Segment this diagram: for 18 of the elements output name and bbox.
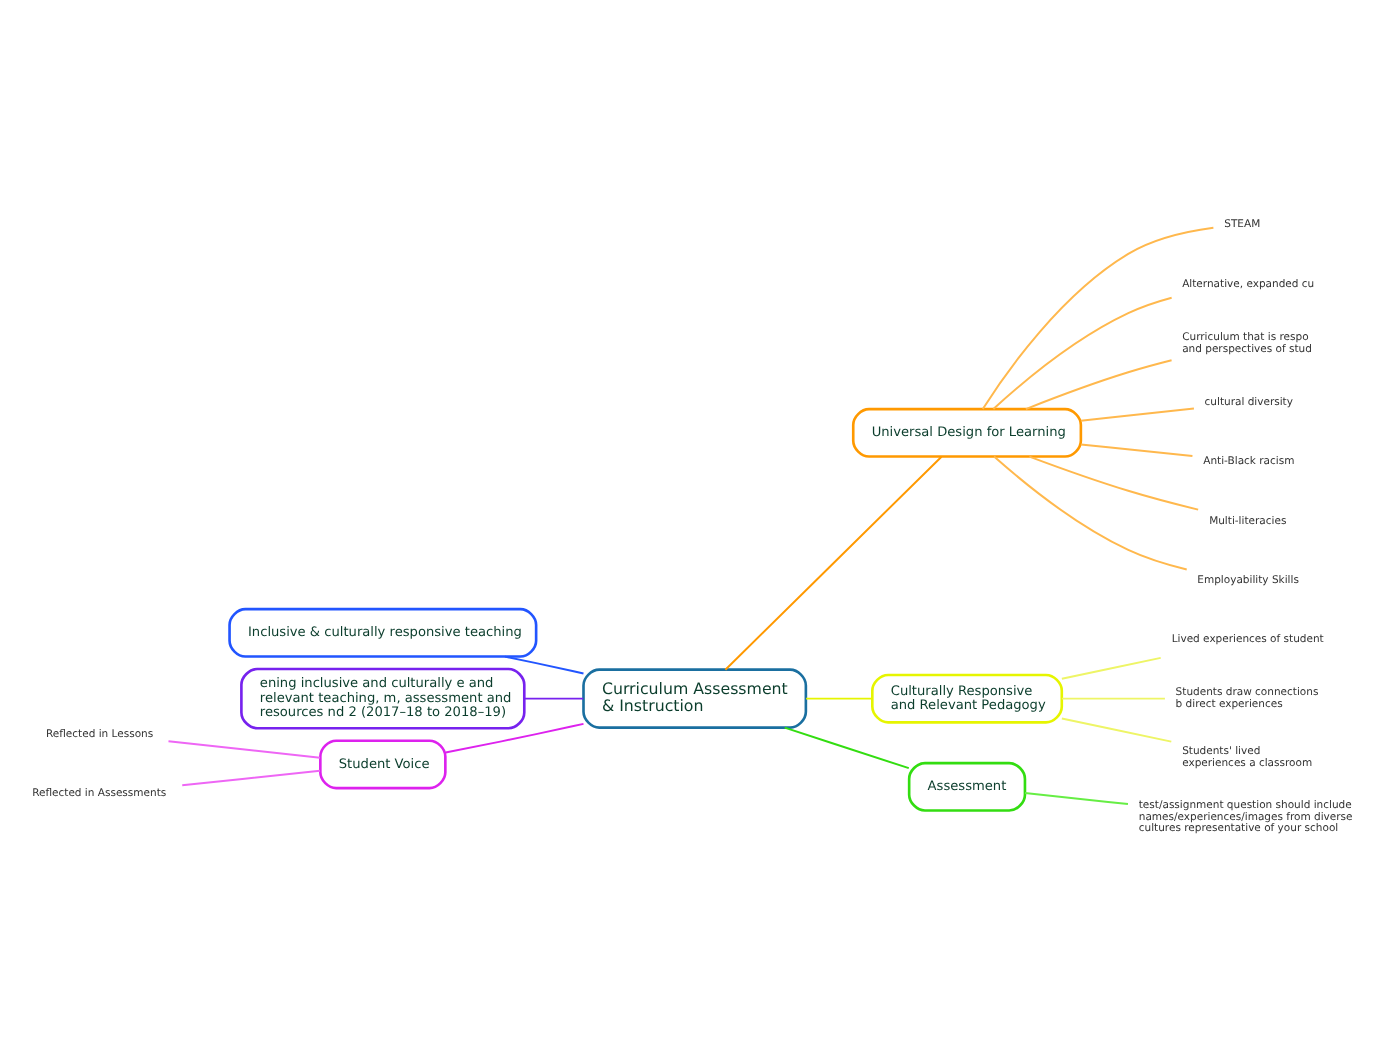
connector [981, 225, 1215, 409]
connector [783, 725, 910, 769]
connector [444, 721, 585, 753]
connector [167, 739, 321, 758]
connector [1079, 406, 1195, 421]
connector [1060, 696, 1166, 699]
connector [1079, 442, 1194, 457]
connector [1023, 790, 1129, 805]
connector [993, 454, 1188, 570]
connector [805, 696, 873, 699]
connector [181, 768, 321, 786]
connector [1024, 358, 1173, 410]
connector [992, 295, 1173, 409]
connector [1060, 716, 1173, 742]
connector [523, 696, 585, 699]
connector [724, 454, 943, 670]
connector [1028, 454, 1200, 510]
connector [1060, 655, 1162, 679]
